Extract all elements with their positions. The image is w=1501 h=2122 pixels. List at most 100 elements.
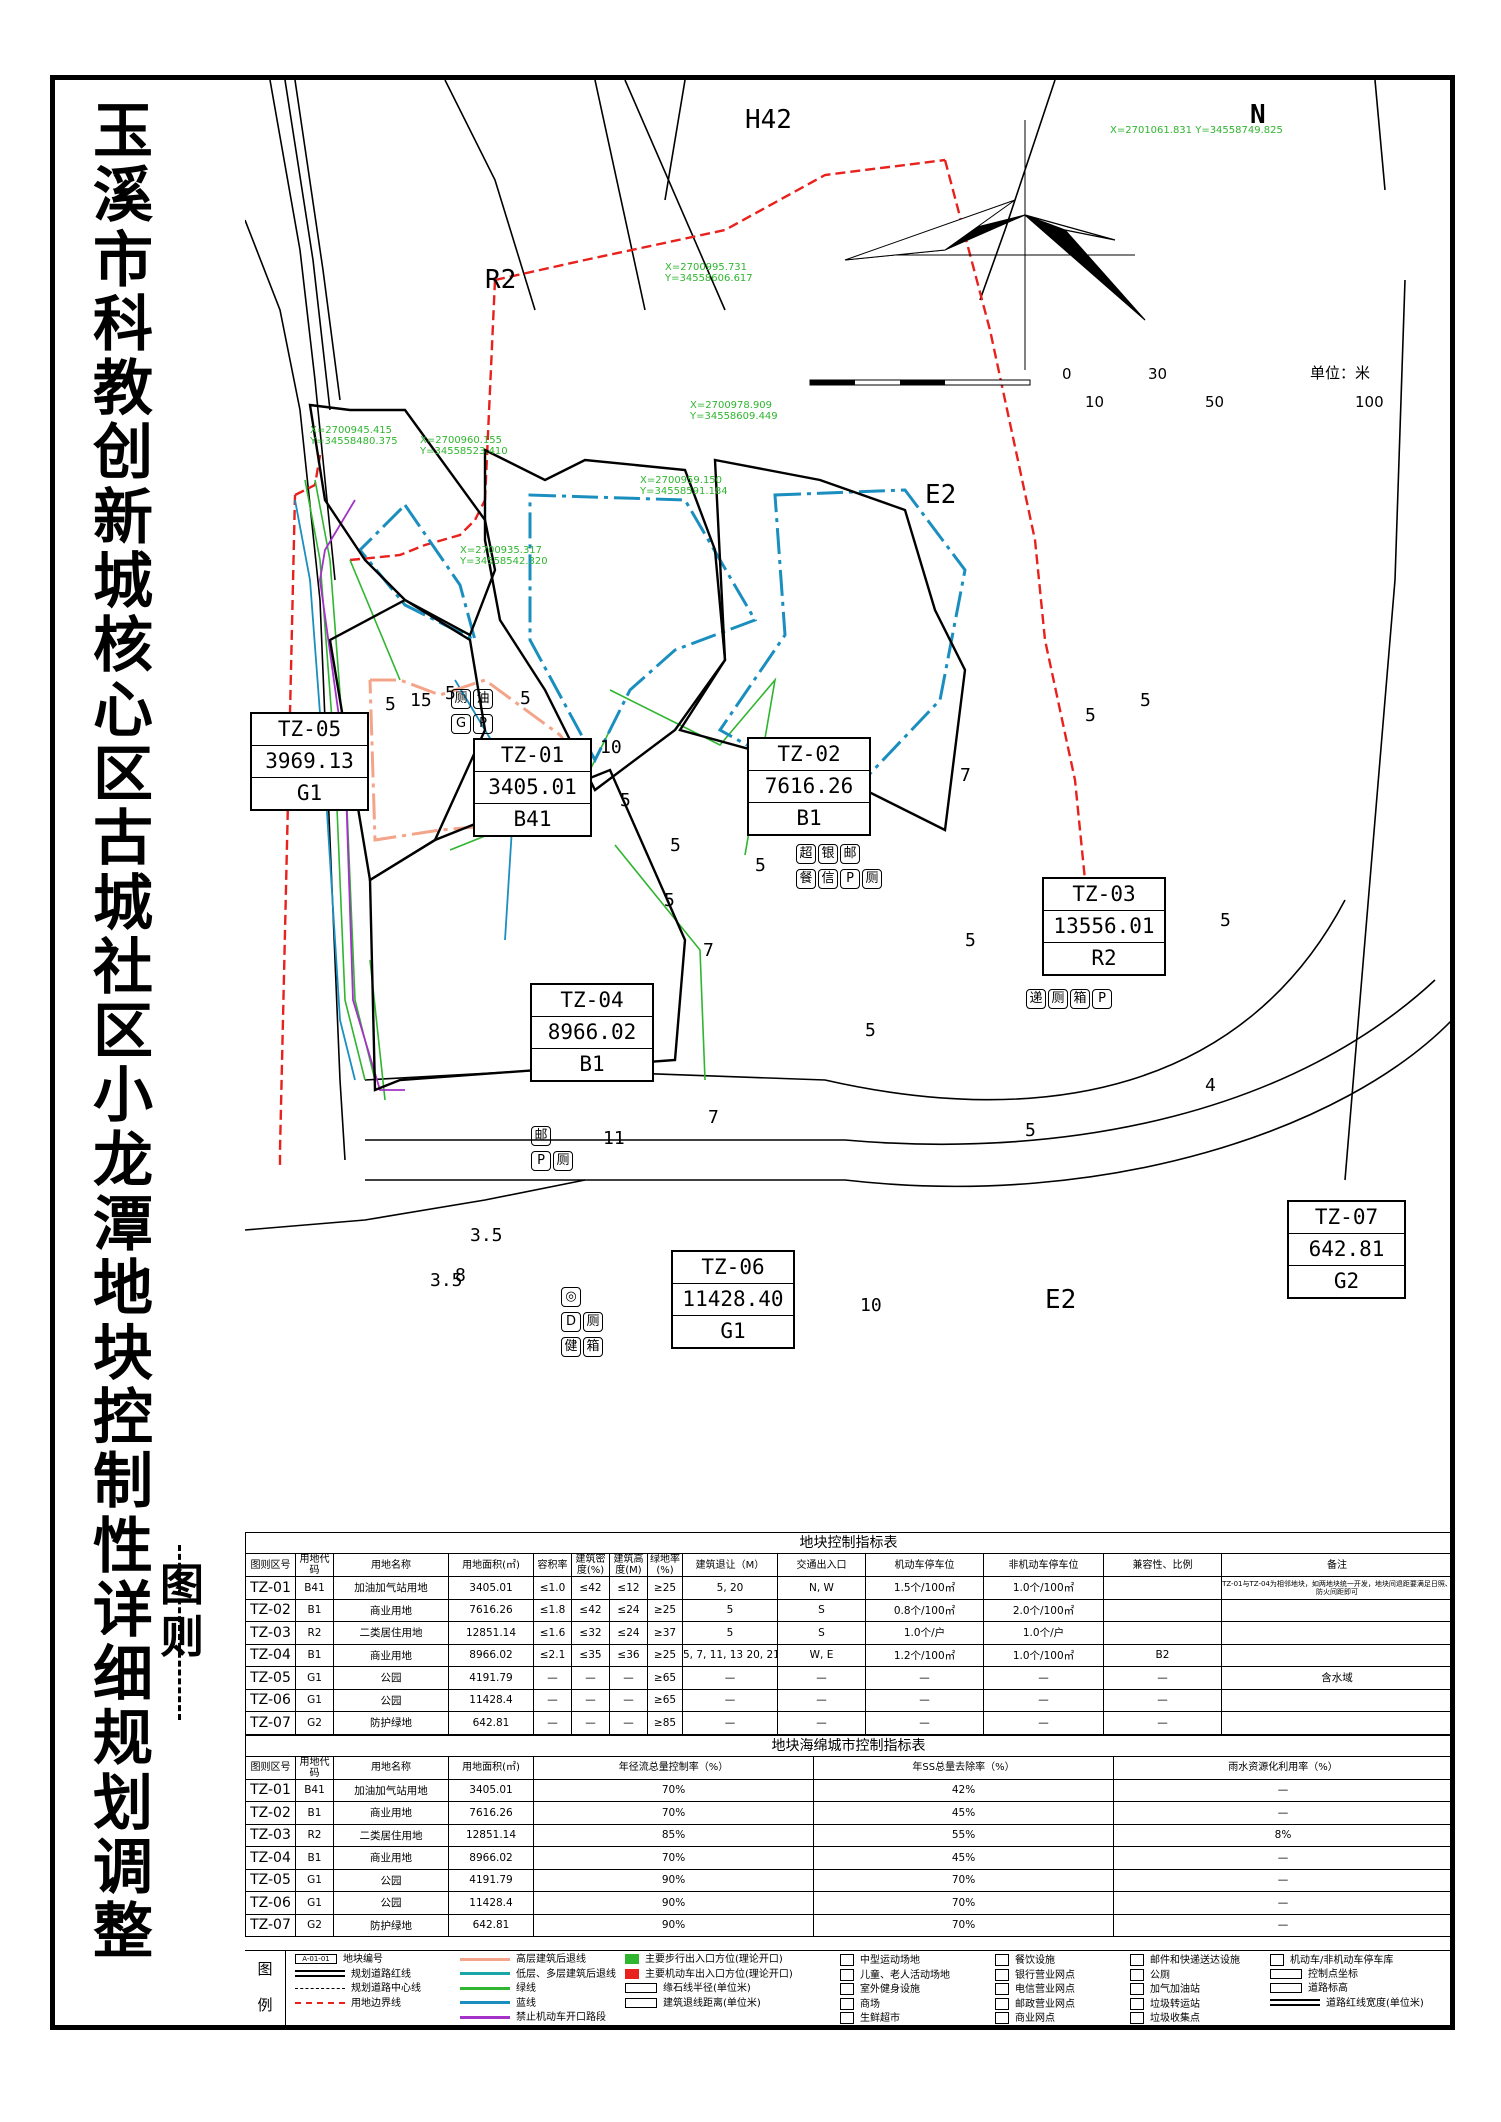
zone-label: R2 — [485, 265, 517, 295]
legend-item: 儿童、老人活动场地 — [840, 1968, 950, 1981]
legend-symbol-icon — [1130, 1954, 1144, 1966]
legend-item: 银行营业网点 — [995, 1968, 1075, 1981]
table-cell: 二类居住用地 — [333, 1823, 449, 1847]
setback-value: 5 — [1140, 690, 1151, 711]
coord-label: X=2700959.150 Y=34558591.184 — [640, 475, 728, 497]
table-cell: 4191.79 — [448, 1666, 534, 1690]
setback-value: 7 — [703, 940, 714, 961]
page-title: 玉溪市科教创新城核心区古城社区小龙潭地块控制性详细规划调整 — [93, 97, 153, 1968]
setback-value: 3.5 — [470, 1225, 503, 1246]
table-cell: — — [865, 1666, 984, 1690]
legend-symbol-icon — [625, 1983, 657, 1993]
table-cell: ≤12 — [609, 1576, 648, 1600]
table-cell: 70% — [533, 1846, 814, 1870]
legend-item: 餐饮设施 — [995, 1954, 1055, 1966]
table-cell: R2 — [295, 1621, 334, 1645]
table-cell: — — [533, 1711, 572, 1735]
table-cell: 1.0个/户 — [983, 1621, 1104, 1645]
table-header-cell: 建筑高度(M) — [609, 1553, 648, 1577]
table-cell: ≥37 — [647, 1621, 683, 1645]
legend-item: 商业网点 — [995, 2012, 1055, 2024]
table-cell: ≤1.0 — [533, 1576, 572, 1600]
table-cell: — — [609, 1666, 648, 1690]
parking-icon: P — [531, 1151, 551, 1171]
table-cell: B41 — [295, 1576, 334, 1600]
table-cell — [1221, 1621, 1453, 1645]
table-cell: 防护绿地 — [333, 1711, 449, 1735]
table-cell: 二类居住用地 — [333, 1621, 449, 1645]
scale-tick: 10 — [1085, 393, 1105, 411]
table-cell: ≤24 — [609, 1598, 648, 1622]
coord-label: X=2700960.155 Y=34558523.410 — [420, 435, 508, 457]
table-cell: 45% — [813, 1801, 1114, 1825]
coord-label: X=2700945.415 Y=34558480.375 — [310, 425, 398, 447]
table-cell: — — [1103, 1666, 1222, 1690]
table-cell: 加油加气站用地 — [333, 1778, 449, 1802]
table-cell: 商业用地 — [333, 1801, 449, 1825]
table-header-cell: 交通出入口 — [777, 1553, 866, 1577]
legend-symbol-icon: A-01-01 — [295, 1954, 337, 1964]
setback-value: 11 — [603, 1128, 625, 1149]
legend-symbol-icon — [460, 2001, 510, 2004]
legend-item: 电信营业网点 — [995, 1983, 1075, 1995]
table-cell: — — [571, 1711, 610, 1735]
table-cell: G2 — [295, 1913, 334, 1937]
scale-tick: 100 — [1355, 393, 1384, 411]
table-cell: 90% — [533, 1868, 814, 1892]
table-cell: 90% — [533, 1891, 814, 1915]
table-cell: — — [1113, 1801, 1453, 1825]
table-cell: 8% — [1113, 1823, 1453, 1847]
legend-item: 规划道路红线 — [295, 1969, 411, 1981]
table-cell: ≤36 — [609, 1643, 648, 1667]
table-cell: 7616.26 — [448, 1598, 534, 1622]
table-cell: ≥65 — [647, 1666, 683, 1690]
table-cell: — — [533, 1666, 572, 1690]
supermarket-icon: 超 — [796, 844, 816, 864]
table-cell: 5 — [682, 1621, 778, 1645]
table-cell: 公园 — [333, 1868, 449, 1892]
table-cell: R2 — [295, 1823, 334, 1847]
north-arrow-icon — [844, 120, 1146, 370]
legend-symbol-icon — [840, 1983, 854, 1995]
legend-item: 公厕 — [1130, 1968, 1170, 1981]
legend-symbol-icon — [1130, 1968, 1144, 1981]
setback-value: 10 — [860, 1295, 882, 1316]
setback-value: 8 — [455, 1265, 466, 1286]
table-header-cell: 兼容性、比例 — [1103, 1553, 1222, 1577]
table-cell: 公园 — [333, 1666, 449, 1690]
table-cell: 90% — [533, 1913, 814, 1937]
setback-value: 4 — [1205, 1075, 1216, 1096]
table-cell: ≤1.6 — [533, 1621, 572, 1645]
table-cell: 0.8个/100㎡ — [865, 1598, 984, 1622]
table-cell: 防护绿地 — [333, 1913, 449, 1937]
table-cell: B41 — [295, 1778, 334, 1802]
legend-item: 邮政营业网点 — [995, 1997, 1075, 2010]
table-cell: TZ-01与TZ-04为相邻地块，如两地块统一开发，地块间退距要满足日照、防火间… — [1221, 1576, 1453, 1600]
express-delivery-icon: 递 — [1026, 989, 1046, 1009]
parking-icon: P — [840, 869, 860, 889]
playground-icon: D — [561, 1312, 581, 1332]
table-header-cell: 绿地率(%) — [647, 1553, 683, 1577]
toilet-icon: 厕 — [451, 689, 471, 709]
legend-item: 邮件和快递送达设施 — [1130, 1954, 1240, 1966]
table-cell: TZ-03 — [245, 1621, 296, 1645]
drawing-frame — [50, 75, 1455, 2030]
coord-label: X=2700978.909 Y=34558609.449 — [690, 400, 778, 422]
legend-item: 建筑退线距离(单位米) — [625, 1997, 761, 2010]
legend-symbol-icon — [1270, 1954, 1284, 1966]
table-cell: G1 — [295, 1868, 334, 1892]
table-cell: — — [1103, 1688, 1222, 1712]
legend-item: 生鲜超市 — [840, 2012, 900, 2024]
table-cell: — — [777, 1688, 866, 1712]
control-table-caption: 地块控制指标表 — [245, 1532, 1452, 1553]
setback-value: 5 — [755, 855, 766, 876]
table-cell: G1 — [295, 1891, 334, 1915]
table-header-cell: 备注 — [1221, 1553, 1453, 1577]
sports-field-icon: ◎ — [561, 1287, 581, 1307]
